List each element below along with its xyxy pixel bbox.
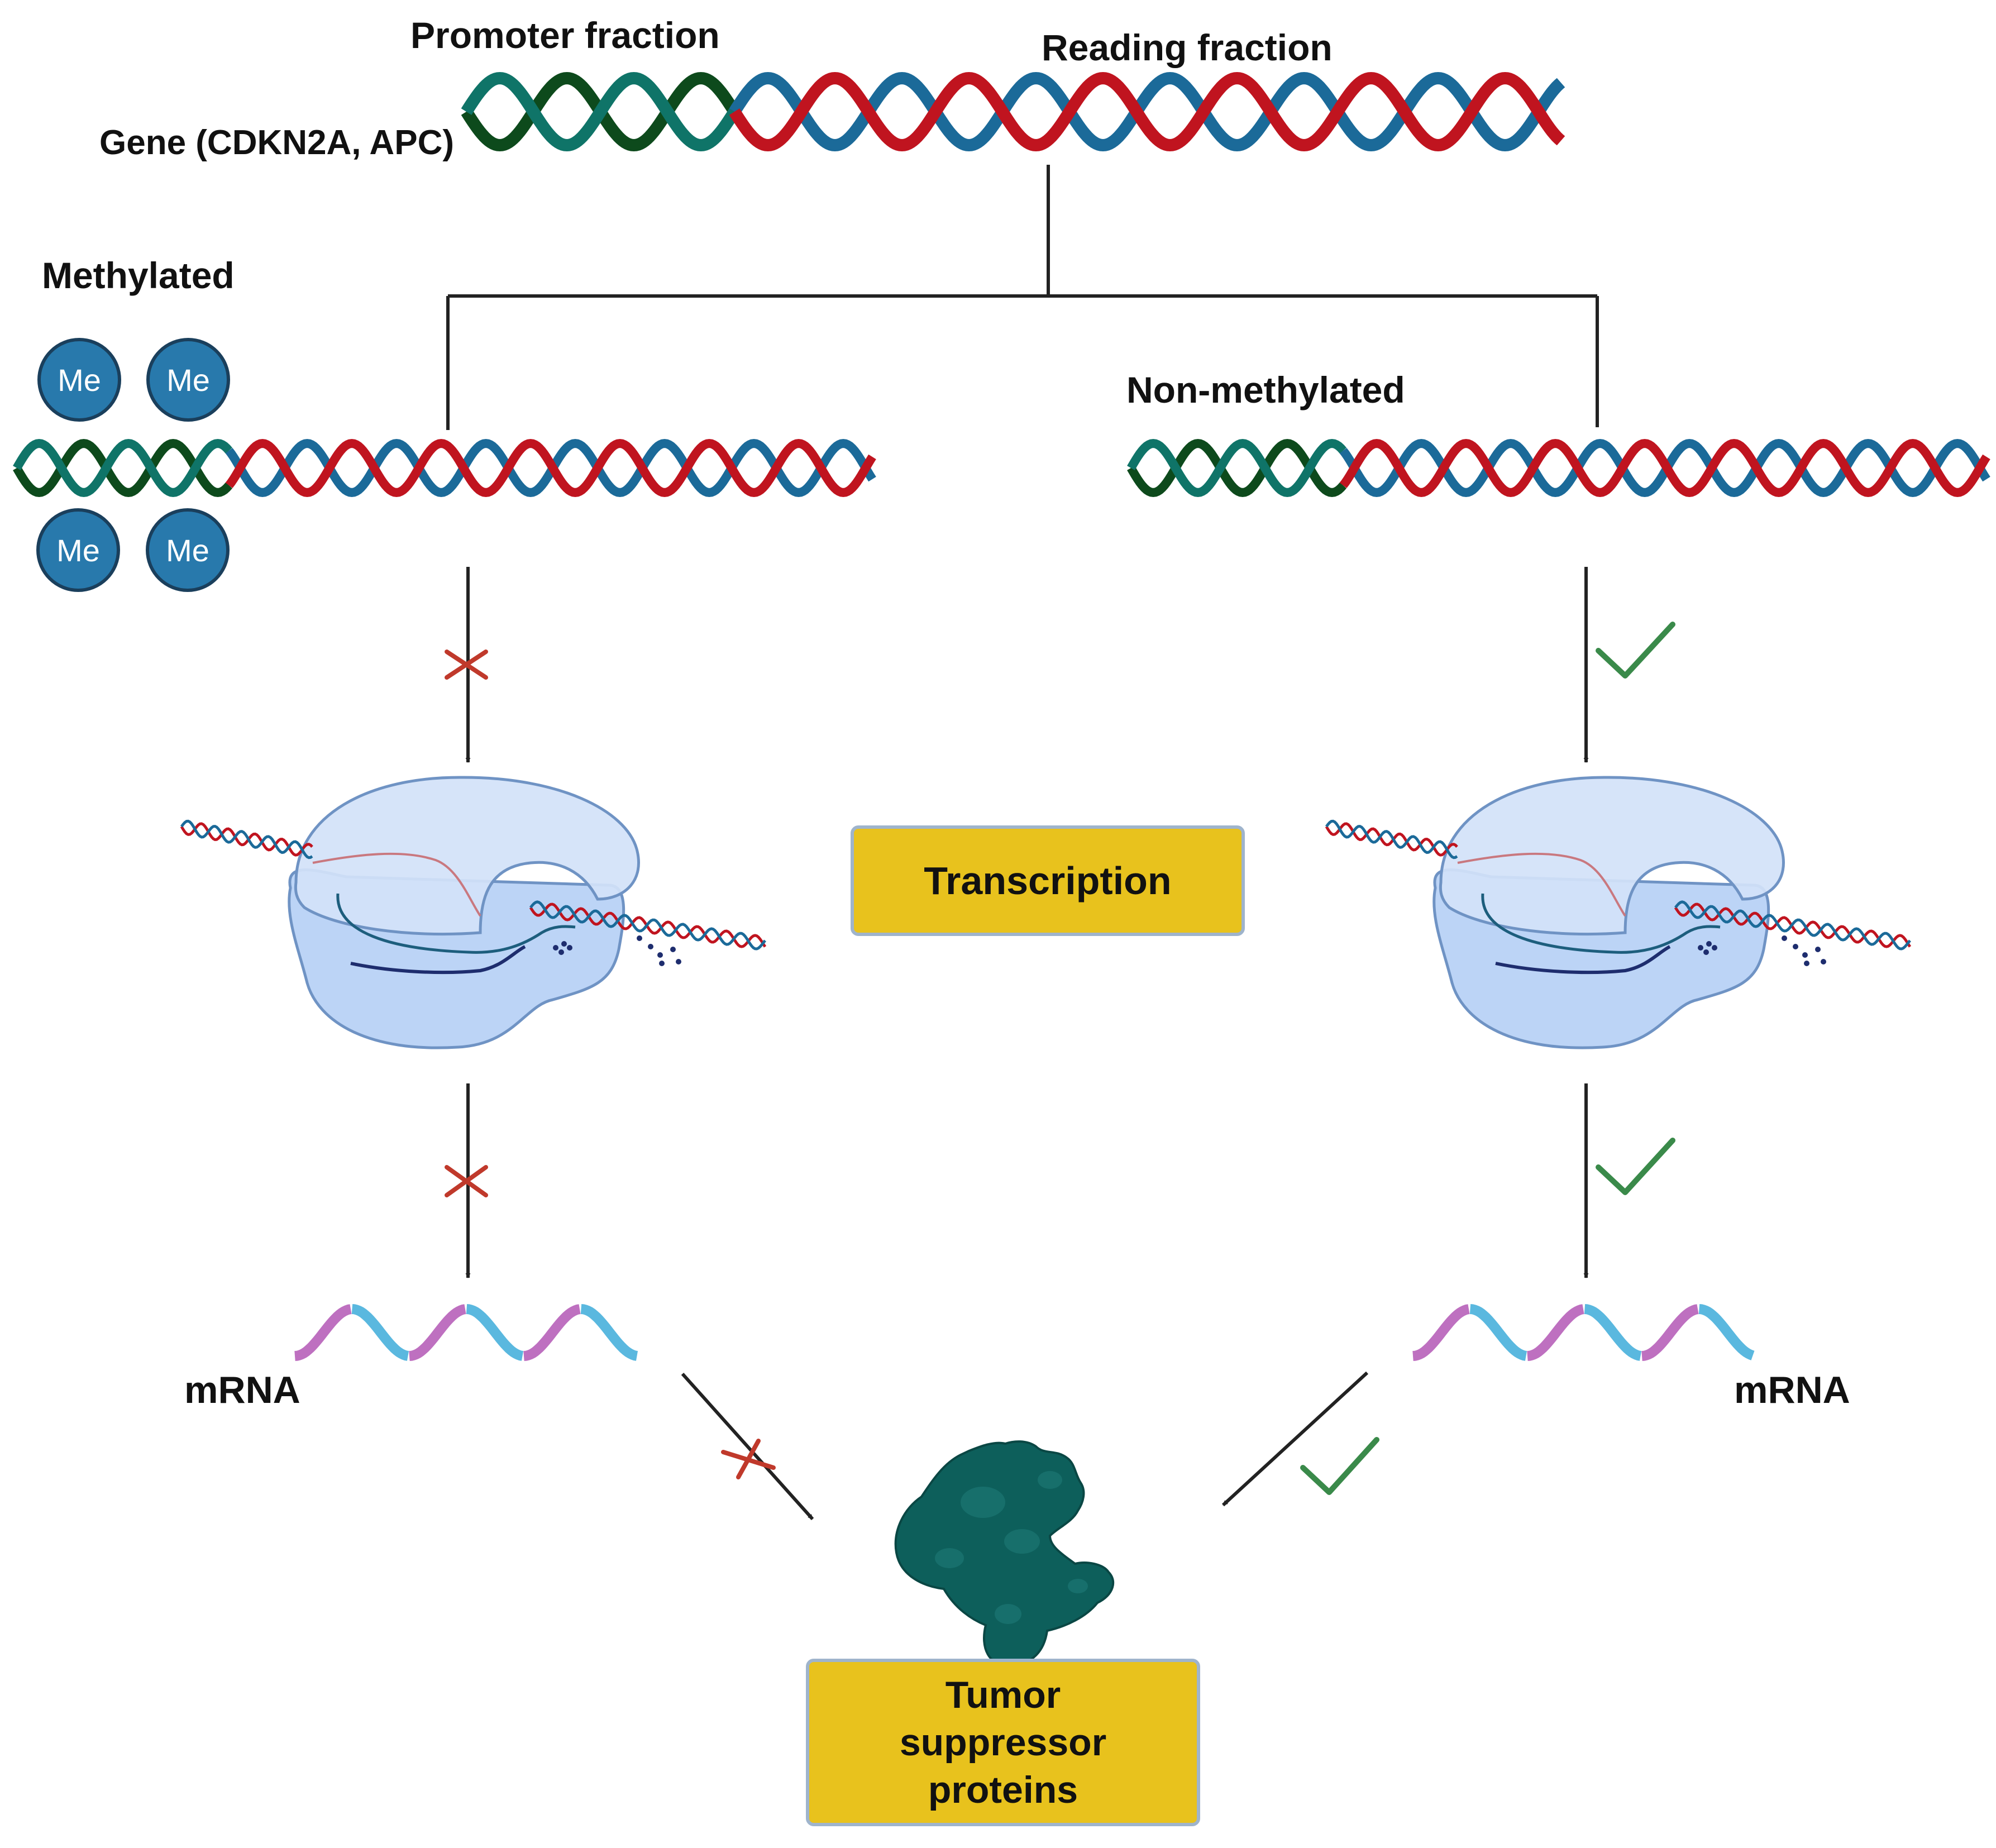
tumor-suppressor-line-1: Tumor [945,1673,1061,1716]
mrna-segment-purple [523,1304,581,1361]
dna-entering-strand-blue [180,819,313,859]
reading-strand-blue [729,71,1565,152]
dna-entering-strand-red [1325,822,1458,857]
methyl-badge: Me [37,338,121,422]
rna-strand-inner [336,893,576,954]
arrow-mrna-right-to-protein [1221,1371,1369,1507]
mrna-segment-purple [294,1304,352,1361]
protein-icon [894,1440,1115,1667]
mrna-segment-blue [1584,1304,1642,1361]
branch-connector [446,165,1599,430]
dna-helix-non-methylated [1127,438,1990,498]
tumor-suppressor-line-3: proteins [928,1768,1078,1811]
reading-strand-red [1339,438,1990,498]
reading-fraction-label: Reading fraction [1042,27,1333,68]
mrna-wave-right [1412,1304,1755,1361]
promoter-strand-teal [1127,438,1346,498]
template-dna-inner [312,852,481,917]
polymerase-top-clamp [1439,776,1785,936]
x-icon [445,650,488,680]
blocked-markers [445,650,776,1479]
mrna-segment-purple [409,1304,466,1361]
mrna-segment-purple [1412,1304,1470,1361]
mrna-segment-purple [1527,1304,1584,1361]
arrow-mrna-left-to-protein [681,1372,814,1521]
allowed-markers [1300,622,1675,1495]
dna-entering-strand-blue [1325,819,1458,859]
mrna-segment-purple [1641,1304,1699,1361]
dna-helix-methylated [13,438,876,498]
mrna-right-label: mRNA [1734,1369,1850,1411]
methyl-badge: Me [36,508,120,592]
rna-polymerase-complex-left [180,776,767,1049]
methyl-badge: Me [146,508,230,592]
transcription-box: Transcription [851,825,1245,936]
dna-exiting-strand-red [529,902,767,948]
svg-text:Me: Me [56,533,100,568]
methylated-label: Methylated [42,255,235,296]
check-icon [1596,622,1675,679]
reading-strand-red [225,438,876,498]
pathway-arrows [465,567,1589,1521]
transcription-label: Transcription [924,859,1172,902]
promoter-fraction-label: Promoter fraction [410,15,720,56]
rna-transcript [350,945,526,975]
dna-entering-strand-red [180,822,313,857]
reading-strand-red [729,71,1565,152]
mrna-segment-blue [1469,1304,1527,1361]
dna-exiting-strand-red [1674,902,1912,948]
mrna-segment-blue [1698,1304,1755,1360]
gene-label: Gene (CDKN2A, APC) [99,123,454,162]
dna-exiting-strand-blue [1674,900,1911,951]
mrna-segment-blue [580,1304,638,1361]
polymerase-top-clamp [294,776,640,936]
tumor-suppressor-box: Tumor suppressor proteins [806,1659,1200,1826]
x-icon [721,1439,776,1479]
mrna-left-label: mRNA [184,1369,300,1411]
mrna-segment-blue [351,1304,409,1361]
svg-text:Me: Me [58,362,101,398]
template-dna-inner [1457,852,1626,917]
methyl-badge: Me [146,338,230,422]
non-methylated-label: Non-methylated [1126,369,1405,410]
methyl-badges: Me Me Me Me [36,338,230,592]
check-icon [1596,1138,1675,1195]
rna-strand-inner [1481,893,1721,954]
promoter-strand-teal [13,438,232,498]
promoter-strand-teal [461,71,740,152]
x-icon [445,1165,488,1197]
rna-polymerase-complex-right [1325,776,1912,1049]
nucleotides-icon [553,935,681,966]
tumor-suppressor-line-2: suppressor [899,1721,1107,1764]
dna-exiting-strand-blue [529,900,766,951]
mrna-segment-blue [466,1304,524,1361]
rna-transcript [1495,945,1671,975]
svg-text:Me: Me [166,362,210,398]
svg-text:Me: Me [166,533,209,568]
mrna-wave-left [294,1304,638,1361]
dna-helix-top [461,71,1565,152]
check-icon [1300,1437,1379,1495]
nucleotides-icon [1698,935,1826,966]
